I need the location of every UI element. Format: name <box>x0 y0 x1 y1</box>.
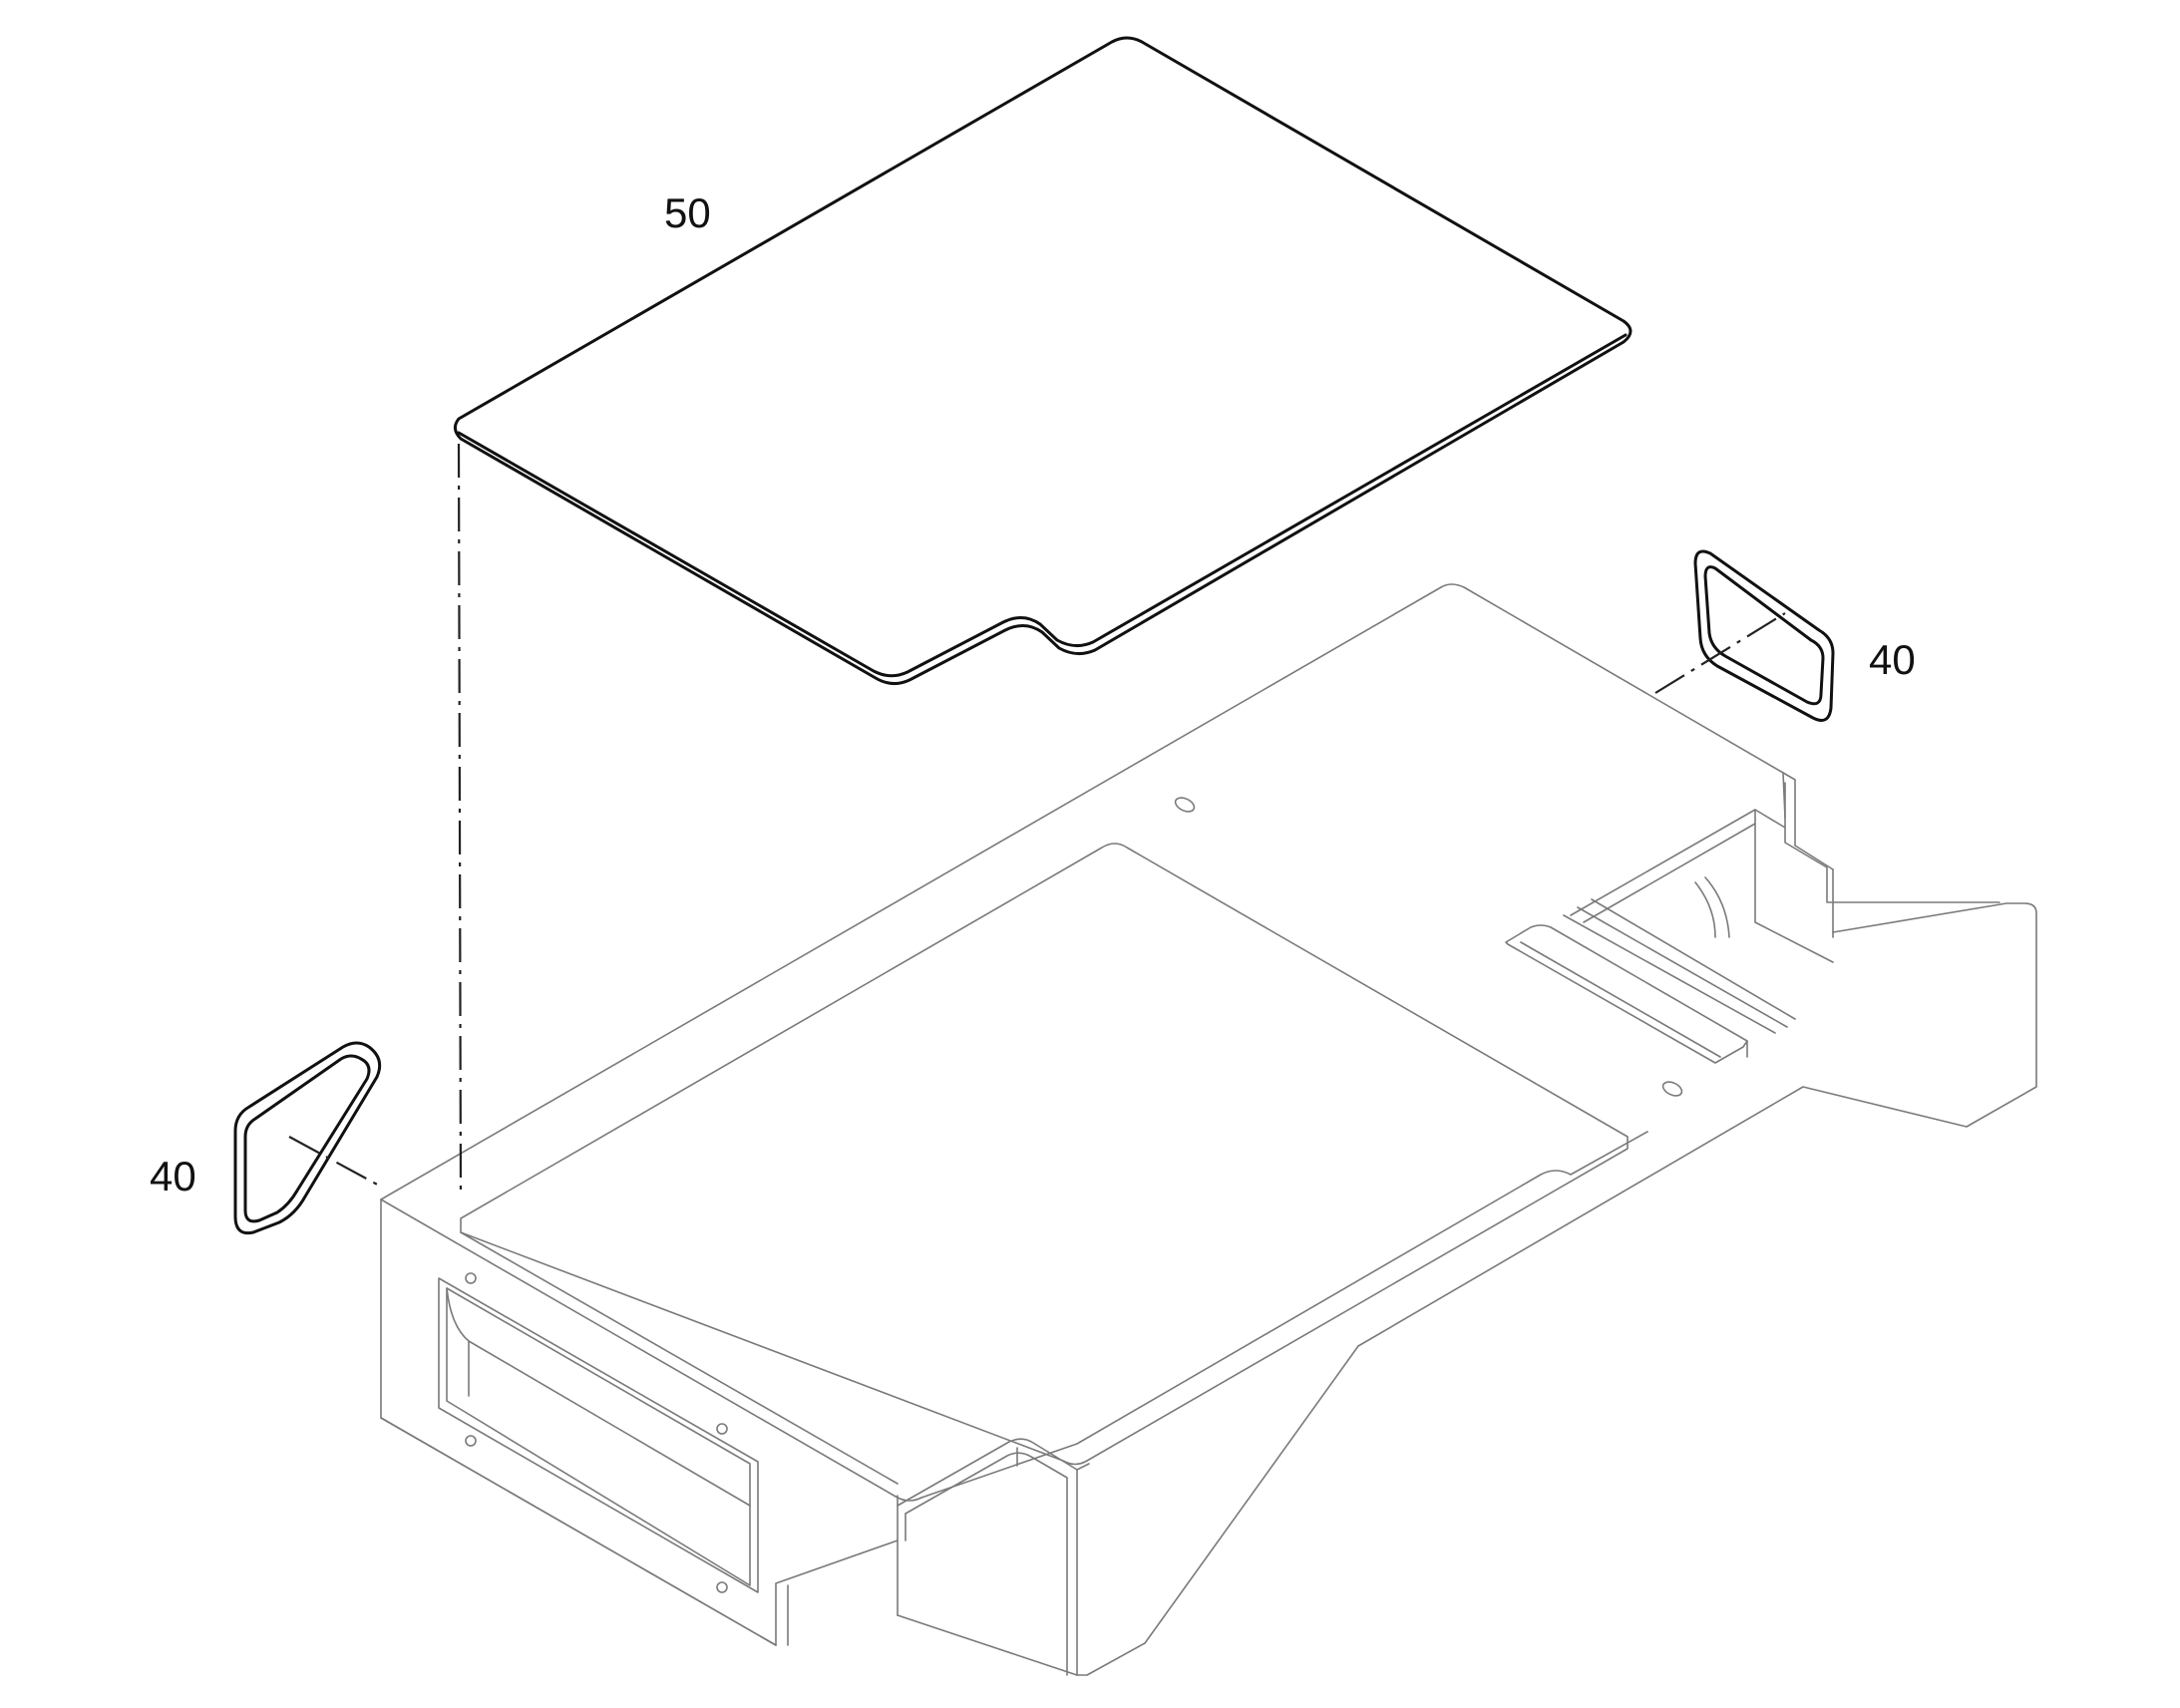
cover-plate <box>454 36 1633 685</box>
label-gasket-left: 40 <box>150 1153 196 1199</box>
gasket-right <box>1693 549 1835 722</box>
label-cover-plate: 50 <box>664 189 711 236</box>
assembly-centerlines <box>288 443 1786 1197</box>
label-gasket-right: 40 <box>1869 636 1916 683</box>
main-frame <box>380 583 2037 1676</box>
gasket-left <box>233 1041 382 1235</box>
